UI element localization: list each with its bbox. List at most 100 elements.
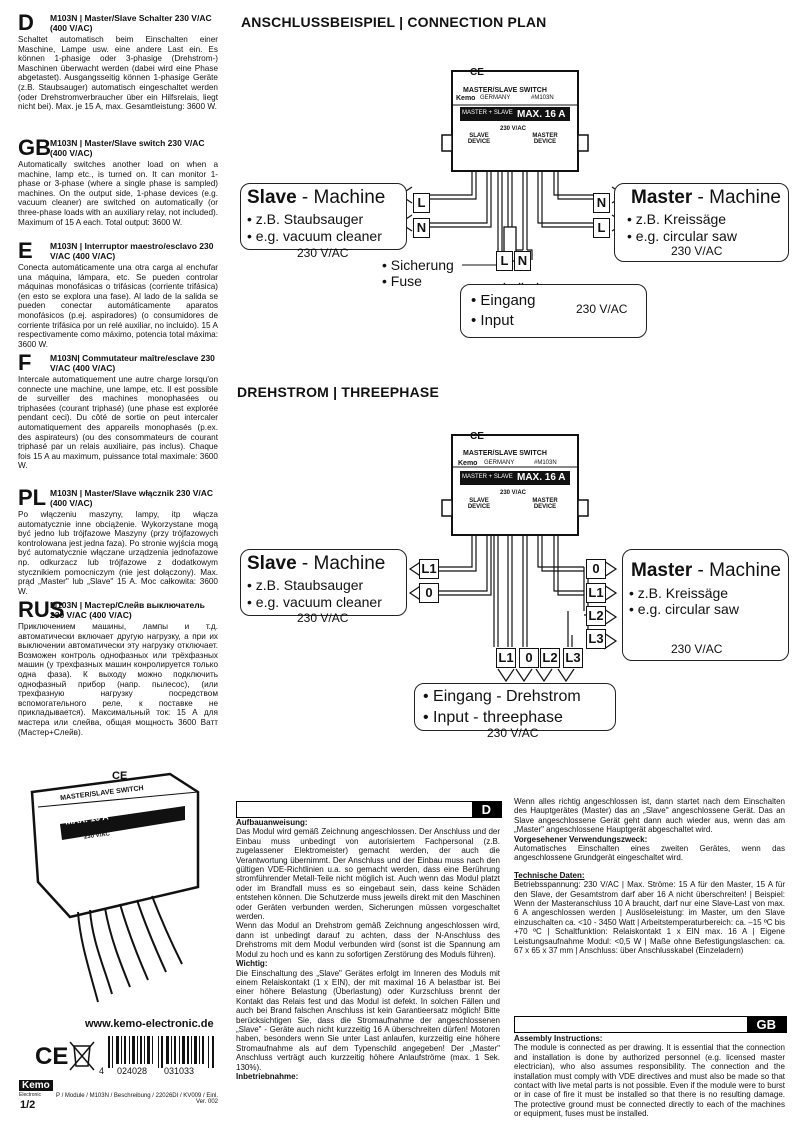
lang-heading: M103N | Мастер/Слейв выключатель 230 V/A… bbox=[50, 600, 205, 620]
input3-line-en: • Input - threephase bbox=[423, 709, 563, 726]
device-max: MAX. 16 A bbox=[517, 109, 566, 120]
lang-heading: M103N | Master/Slave Schalter 230 V/AC (… bbox=[50, 13, 212, 33]
input3-terminal-l3: L3 bbox=[563, 648, 583, 668]
lang-code: E bbox=[18, 238, 33, 263]
slave3-line-en: • e.g. vacuum cleaner bbox=[247, 594, 382, 610]
fuse-label-en: • Fuse bbox=[382, 273, 422, 289]
document-ref: P / Module / M103N / Beschreibung / 2202… bbox=[56, 1093, 218, 1105]
master3-line-en: • e.g. circular saw bbox=[629, 601, 739, 617]
wichtig-heading: Wichtig: bbox=[236, 959, 268, 969]
lang-heading: M103N| Commutateur maître/esclave 230 V/… bbox=[50, 353, 215, 373]
master-line-en: • e.g. circular saw bbox=[627, 228, 737, 244]
slave3-machine-box: Slave - Machine • z.B. Staubsauger • e.g… bbox=[240, 549, 407, 616]
slave3-line-de: • z.B. Staubsauger bbox=[247, 577, 364, 593]
kemo-url[interactable]: www.kemo-electronic.de bbox=[85, 1018, 214, 1030]
input-terminal-l: L bbox=[496, 251, 513, 271]
section-badge-d: D bbox=[471, 802, 501, 817]
fuse-label-de: • Sicherung bbox=[382, 257, 454, 273]
device-slave-label: SLAVE DEVICE bbox=[467, 133, 491, 145]
master3-line-de: • z.B. Kreissäge bbox=[629, 585, 729, 601]
aufbau-text-2: Wenn das Modul an Drehstrom gemäß Zeichn… bbox=[236, 921, 500, 959]
device2-ms: MASTER + SLAVE bbox=[462, 474, 513, 480]
device-model: #M103N bbox=[531, 95, 554, 101]
input3-terminal-l1: L1 bbox=[496, 648, 516, 668]
device2-slave-label: SLAVE DEVICE bbox=[467, 498, 491, 510]
input3-box: • Eingang - Drehstrom • Input - threepha… bbox=[414, 683, 616, 731]
aufbau-heading: Aufbauanweisung: bbox=[236, 818, 308, 827]
barcode-digit-left: 4 bbox=[99, 1066, 105, 1076]
slave-machine-box: Slave - Machine • z.B. Staubsauger • e.g… bbox=[240, 183, 407, 250]
master3-machine-box: Master - Machine • z.B. Kreissäge • e.g.… bbox=[622, 549, 789, 661]
slave-voltage: 230 V/AC bbox=[297, 246, 349, 260]
threephase-title: DREHSTROM | THREEPHASE bbox=[237, 384, 439, 400]
lang-block-gb: GB M103N | Master/Slave switch 230 V/AC … bbox=[18, 137, 218, 227]
lang-body: Po włączeniu maszyny, lampy, itp włącza … bbox=[18, 510, 218, 596]
lang-block-pl: PL M103N | Master/Slave włącznik 230 V/A… bbox=[18, 487, 218, 596]
input3-terminal-l2: L2 bbox=[540, 648, 560, 668]
d-column-2: Wenn alles richtig angeschlossen ist, da… bbox=[514, 797, 785, 956]
barcode-digits-mid: 024028 bbox=[117, 1066, 148, 1076]
assembly-heading: Assembly Instructions: bbox=[514, 1034, 603, 1043]
barcode-graphic bbox=[108, 1036, 214, 1068]
barcode-digits-right: 031033 bbox=[164, 1066, 195, 1076]
device2-max: MAX. 16 A bbox=[517, 472, 566, 483]
input-terminal-n: N bbox=[514, 251, 531, 271]
d-column-1: Aufbauanweisung: Das Modul wird gemäß Ze… bbox=[236, 818, 500, 1081]
input3-terminal-0: 0 bbox=[519, 648, 539, 668]
lang-heading: M103N | Master/Slave włącznik 230 V/AC (… bbox=[50, 488, 214, 508]
device-brand: Kemo bbox=[456, 95, 476, 102]
tech-text: Betriebsspannung: 230 V/AC | Max. Ströme… bbox=[514, 880, 785, 956]
slave3-terminal-l1: L1 bbox=[419, 559, 439, 579]
lang-block-e: E M103N | Interruptor maestro/esclavo 23… bbox=[18, 240, 218, 349]
input-voltage: 230 V/AC bbox=[576, 302, 628, 316]
tech-heading: Technische Daten: bbox=[514, 870, 585, 880]
ce-mark: CE bbox=[35, 1043, 69, 1070]
slave-terminal-l: L bbox=[413, 193, 430, 213]
master3-title: Master - Machine bbox=[631, 560, 781, 581]
device2-voltage: 230 V/AC bbox=[500, 490, 527, 496]
slave3-voltage: 230 V/AC bbox=[297, 611, 349, 625]
kemo-logo-sub: Electronic bbox=[19, 1092, 41, 1098]
lang-body: Schaltet automatisch beim Einschalten ei… bbox=[18, 35, 218, 112]
page-number: 1/2 bbox=[20, 1099, 36, 1111]
slave3-terminal-0: 0 bbox=[419, 583, 439, 603]
assembly-text: The module is connected as per drawing. … bbox=[514, 1043, 785, 1119]
device-voltage: 230 V/AC bbox=[500, 126, 527, 132]
device-ms: MASTER + SLAVE bbox=[462, 110, 513, 116]
lang-block-rus: RUS M103N | Мастер/Слейв выключатель 230… bbox=[18, 599, 218, 737]
device-title: MASTER/SLAVE SWITCH bbox=[463, 87, 547, 94]
connection-plan-title: ANSCHLUSSBEISPIEL | CONNECTION PLAN bbox=[241, 14, 547, 30]
input3-line-de: • Eingang - Drehstrom bbox=[423, 688, 581, 705]
master-line-de: • z.B. Kreissäge bbox=[627, 211, 727, 227]
lang-code: F bbox=[18, 350, 32, 375]
slave3-title: Slave - Machine bbox=[247, 553, 386, 574]
lang-heading: M103N | Master/Slave switch 230 V/AC (40… bbox=[50, 138, 205, 158]
device2-brand: Kemo bbox=[458, 460, 478, 467]
master3-terminal-l3: L3 bbox=[586, 629, 606, 649]
kemo-logo: Kemo bbox=[19, 1080, 53, 1091]
gb-column: Assembly Instructions: The module is con… bbox=[514, 1034, 785, 1119]
lang-block-f: F M103N| Commutateur maître/esclave 230 … bbox=[18, 352, 218, 471]
lang-code: PL bbox=[18, 485, 47, 510]
slave-line-de: • z.B. Staubsauger bbox=[247, 211, 364, 227]
device2-ce-mark: CE bbox=[470, 431, 484, 442]
inbetrieb-heading: Inbetriebnahme: bbox=[236, 1071, 299, 1081]
lang-code: RUS bbox=[18, 597, 65, 622]
slave-title: Slave - Machine bbox=[247, 187, 386, 208]
weee-bin-icon bbox=[69, 1041, 95, 1071]
section-banner-d: D bbox=[236, 801, 502, 818]
lang-code: GB bbox=[18, 135, 51, 160]
device2-master-label: MASTER DEVICE bbox=[532, 498, 558, 510]
master-voltage: 230 V/AC bbox=[671, 244, 723, 258]
input-line-en: • Input bbox=[471, 312, 514, 329]
verwendung-text: Automatisches Einschalten eines zweiten … bbox=[514, 844, 785, 863]
device-germany: GERMANY bbox=[480, 95, 511, 101]
master-terminal-l: L bbox=[593, 218, 610, 238]
master3-terminal-0: 0 bbox=[586, 559, 606, 579]
device2-title: MASTER/SLAVE SWITCH bbox=[463, 450, 547, 457]
lang-heading: M103N | Interruptor maestro/esclavo 230 … bbox=[50, 241, 214, 261]
inbetrieb-text: Wenn alles richtig angeschlossen ist, da… bbox=[514, 797, 785, 835]
master3-terminal-l1: L1 bbox=[586, 583, 606, 603]
verwendung-heading: Vorgesehener Verwendungszweck: bbox=[514, 834, 648, 844]
device-ce-mark: CE bbox=[470, 67, 484, 78]
